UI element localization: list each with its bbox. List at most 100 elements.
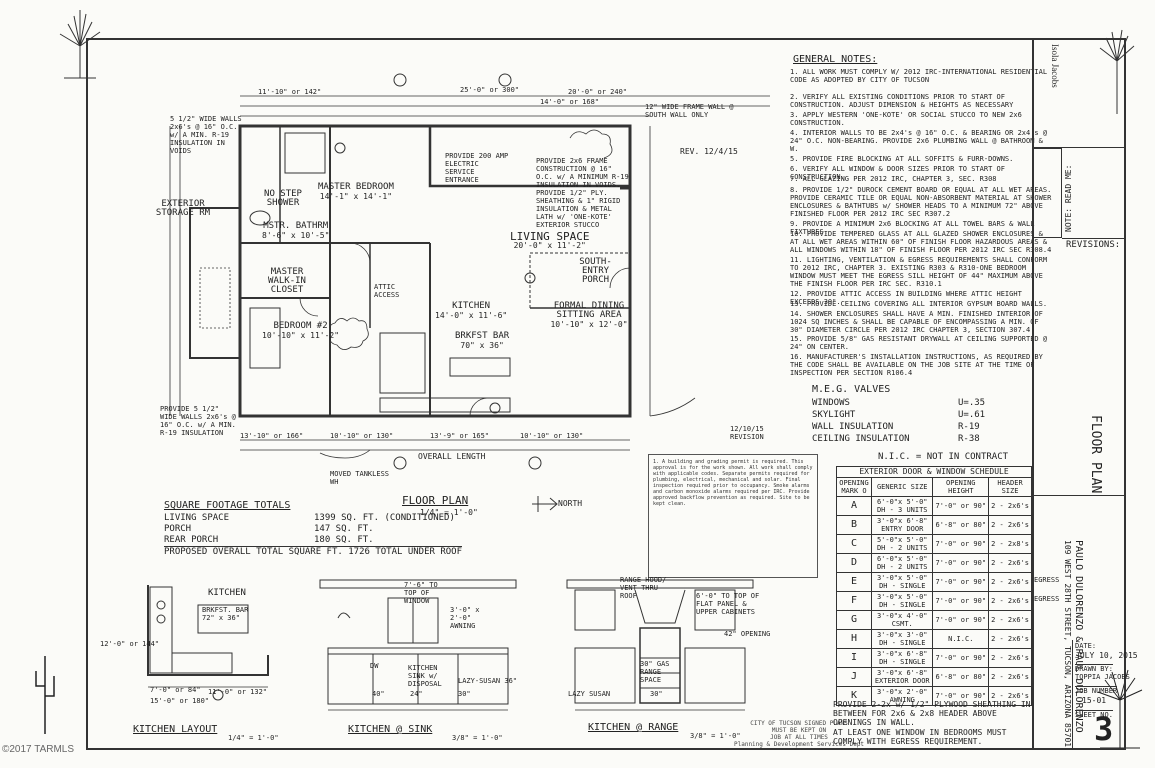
sqft-total: PROPOSED OVERALL TOTAL SQUARE FT. 1726 T… (164, 546, 463, 557)
room-mstr-bath: MSTR. BATHRM 8'-6" x 10'-5" (262, 222, 330, 241)
room-name: BEDROOM #2 (273, 321, 328, 331)
meg-value-ceiling: R-38 (958, 434, 980, 444)
schedule-height: 6'-8" or 80" (932, 515, 990, 535)
schedule-size: 6'-0"x 5'-0" DH - 2 UNITS (870, 553, 934, 573)
room-size: 8'-6" x 10'-5" (262, 231, 330, 240)
dim-bottom-2: 10'-10" or 130" (330, 432, 394, 440)
schedule-height: 7'-0" or 90" (932, 648, 990, 668)
range-label-cabinets: 6'-0" TO TOP OF FLAT PANEL & UPPER CABIN… (696, 592, 760, 616)
kitchen-sink-title: KITCHEN @ SINK (348, 724, 433, 735)
note-item: 10. PROVIDE TEMPERED GLASS AT ALL GLAZED… (790, 230, 1052, 254)
room-dining: FORMAL DINING SITTING AREA 10'-10" x 12'… (548, 301, 630, 330)
date-label: DATE: (1075, 642, 1097, 650)
room-brkfst-bar: BRKFST BAR 70" x 36" (455, 331, 510, 351)
schedule-height: 7'-0" or 90" (932, 553, 990, 573)
meg-title: M.E.G. VALVES (812, 384, 891, 395)
schedule-header: GENERIC SIZE (870, 477, 934, 497)
overall-length-label: OVERALL LENGTH (418, 452, 486, 461)
job-number-label: JOB NUMBER (1075, 686, 1118, 695)
drawn-by-value: TOPPIA JACOBS (1075, 673, 1130, 681)
kitchen-sink-elevation (319, 579, 517, 711)
stamp-line-2: MUST BE KEPT ON (771, 727, 827, 734)
schedule-size: 3'-0"x 6'-8" EXTERIOR DOOR (870, 667, 934, 687)
floor-plan-title: FLOOR PLAN (402, 494, 469, 507)
sink-label-awning: 3'-0" x 2'-0" AWNING (450, 606, 480, 630)
note-item: 8. PROVIDE 1/2" DUROCK CEMENT BOARD OR E… (790, 186, 1052, 218)
schedule-mark: J (836, 667, 872, 687)
dim-bottom-1: 13'-10" or 166" (240, 432, 304, 440)
sink-label-dim-30: 30" (458, 690, 471, 698)
note-item: 7. ALL GLAZING PER 2012 IRC, CHAPTER 3, … (790, 175, 997, 183)
callout-wall-left: 5 1/2" WIDE WALLS 2x6's @ 16" O.C. w/ A … (170, 115, 242, 155)
room-living-space: LIVING SPACE 20'-0" x 11'-2" (510, 230, 590, 250)
room-name: SOUTH-ENTRY PORCH (579, 257, 612, 285)
designer-name: Isola Jacobs (1050, 44, 1060, 88)
revisions-divider (1062, 238, 1126, 239)
sink-label-dw: DW (370, 662, 379, 670)
room-name: KITCHEN (452, 301, 491, 311)
note-item: 4. INTERIOR WALLS TO BE 2x4's @ 16" O.C.… (790, 129, 1048, 153)
dim-top-1: 11'-10" or 142" (258, 88, 322, 96)
sink-label-lazy-susan: LAZY-SUSAN 36" (458, 677, 518, 685)
room-size: 14'-0" x 11'-6" (435, 311, 508, 320)
schedule-mark: B (836, 515, 872, 535)
sink-label-window: 7'-6" TO TOP OF WINDOW (404, 581, 438, 605)
kitchen-layout-dim-2: 11'-0" or 132" (208, 688, 268, 696)
room-exterior-storage: EXTERIOR STORAGE RM (148, 200, 218, 218)
sink-label-dim-24: 24" (410, 690, 423, 698)
schedule-size: 5'-0"x 5'-0" DH - 2 UNITS (870, 534, 934, 554)
sqft-label-living: LIVING SPACE (164, 513, 230, 523)
kitchen-layout-scale: 1/4" = 1'-0" (228, 734, 279, 742)
schedule-mark: F (836, 591, 872, 611)
cactus-logo-right (1099, 29, 1135, 114)
revision-note-2: 12/10/15 REVISION (730, 425, 764, 441)
room-south-entry: SOUTH-ENTRY PORCH (568, 258, 623, 285)
schedule-header: HEADER SIZE (988, 477, 1032, 497)
nic-note: N.I.C. = NOT IN CONTRACT (878, 452, 1009, 462)
room-name: BRKFST BAR (455, 331, 510, 341)
dim-top-4: 20'-0" or 240" (568, 88, 628, 96)
schedule-header-size: 2 - 2x6's (988, 648, 1032, 668)
schedule-size: 3'-0"x 4'-0" CSMT. (870, 610, 934, 630)
room-name: FORMAL DINING SITTING AREA (553, 301, 625, 320)
drawn-by-label: DRAWN BY: (1075, 664, 1113, 673)
note-item: 2. VERIFY ALL EXISTING CONDITIONS PRIOR … (790, 93, 1014, 109)
schedule-size: 3'-0"x 6'-8" ENTRY DOOR (870, 515, 934, 535)
meg-value-skylight: U=.61 (958, 410, 986, 420)
schedule-mark: G (836, 610, 872, 630)
stamp-line-3: JOB AT ALL TIMES (770, 734, 828, 741)
sqft-label-rear-porch: REAR PORCH (164, 535, 219, 545)
schedule-mark: E (836, 572, 872, 592)
schedule-header: OPENING HEIGHT (932, 477, 990, 497)
kitchen-layout-label-bar: BRKFST. BAR 72" x 36" (202, 606, 249, 622)
stamp-fine-print: 1. A building and grading permit is requ… (653, 459, 813, 507)
meg-value-windows: U=.35 (958, 398, 986, 408)
schedule-size: 3'-0"x 5'-0" DH - SINGLE (870, 572, 934, 592)
schedule-height: 7'-0" or 90" (932, 496, 990, 516)
callout-tankless: MOVED TANKLESS WH (330, 470, 390, 486)
sqft-value-porch: 147 SQ. FT. (314, 524, 374, 534)
schedule-egress-note: EGRESS (1034, 594, 1060, 603)
room-name: LIVING SPACE (510, 230, 590, 243)
schedule-height: 7'-0" or 90" (932, 572, 990, 592)
saguaro-left (35, 656, 55, 734)
floor-plan-scale: 1/4" = 1'-0" (420, 508, 478, 517)
sheet-number: 3 (1094, 710, 1114, 748)
schedule-mark: H (836, 629, 872, 649)
schedule-footnote-2: AT LEAST ONE WINDOW IN BEDROOMS MUST COM… (833, 728, 1007, 746)
kitchen-range-elevation (566, 579, 754, 711)
city-stamp: CITY OF TUCSON SIGNED PLANS MUST BE KEPT… (734, 720, 864, 748)
note-item: 12. PROVIDE ATTIC ACCESS IN BUILDING WHE… (790, 290, 1022, 306)
callout-electric: PROVIDE 200 AMP ELECTRIC SERVICE ENTRANC… (445, 152, 509, 184)
schedule-header-size: 2 - 2x6's (988, 610, 1032, 630)
kitchen-range-scale: 3/8" = 1'-0" (690, 732, 741, 740)
note-item: 5. PROVIDE FIRE BLOCKING AT ALL SOFFITS … (790, 155, 1014, 163)
designer-box (1032, 38, 1126, 148)
meg-label-ceiling: CEILING INSULATION (812, 434, 910, 444)
job-number-value: 15-01 (1082, 696, 1107, 705)
note-item: 11. LIGHTING, VENTILATION & EGRESS REQUI… (790, 256, 1048, 288)
